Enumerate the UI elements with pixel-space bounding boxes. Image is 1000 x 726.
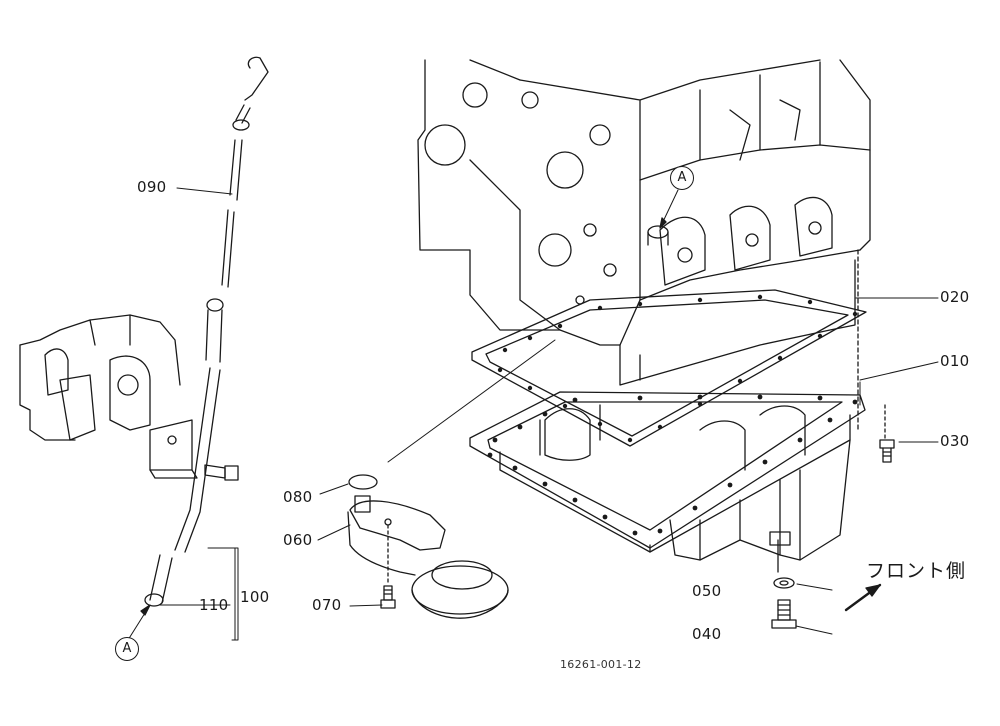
bolt-070	[380, 585, 396, 609]
reference-mark-a-top: A	[670, 166, 694, 190]
front-side-label: フロント側	[866, 560, 967, 582]
oil-strainer-060	[347, 495, 509, 619]
label-030: 030	[940, 432, 970, 450]
label-060: 060	[283, 531, 313, 549]
drain-plug-040	[771, 599, 797, 629]
ref-arrow-top-head	[659, 217, 667, 229]
o-ring-080	[348, 474, 378, 490]
gasket-020	[471, 289, 867, 447]
label-100: 100	[240, 588, 270, 606]
dipstick-090	[221, 56, 269, 288]
washer-050	[773, 577, 795, 589]
dipstick-guide-tube-100	[144, 298, 224, 607]
group-bracket-100	[231, 547, 239, 641]
label-090: 090	[137, 178, 167, 196]
label-010: 010	[940, 352, 970, 370]
drawing-code: 16261-001-12	[560, 658, 642, 671]
label-020: 020	[940, 288, 970, 306]
ref-arrow-bottom-head	[140, 604, 151, 616]
leader-lines	[159, 187, 939, 641]
label-050: 050	[692, 582, 722, 600]
engine-block	[417, 59, 871, 386]
label-040: 040	[692, 625, 722, 643]
side-bracket-assembly	[19, 314, 239, 481]
front-arrow-head	[865, 584, 881, 597]
label-110: 110	[199, 596, 229, 614]
reference-mark-a-bottom: A	[115, 637, 139, 661]
bolt-030	[879, 439, 895, 463]
label-080: 080	[283, 488, 313, 506]
label-070: 070	[312, 596, 342, 614]
oil-pan-010	[469, 391, 866, 573]
